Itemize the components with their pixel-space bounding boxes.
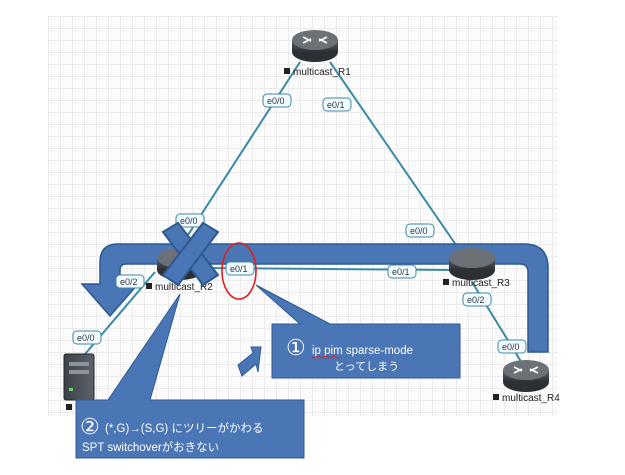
router-r3-label: multicast_R3 — [452, 278, 510, 289]
callout-2-number: ② — [80, 414, 100, 439]
link-r1-r3 — [329, 61, 466, 259]
multicast-path-arrow — [80, 243, 549, 353]
port-r1-e01: e0/1 — [327, 100, 345, 110]
callout-2-line1: (*,G)→(S,G) にツリーがかわる — [105, 421, 263, 435]
callout-2: ② (*,G)→(S,G) にツリーがかわる SPT switchoverがおき… — [75, 293, 305, 459]
grid-background — [48, 16, 558, 416]
callout-1-spellcheck-underline — [311, 355, 341, 359]
router-r3-marker — [443, 279, 449, 285]
port-host-e00: e0/0 — [77, 333, 95, 343]
port-r1-e00-box — [262, 93, 292, 108]
router-r4-top — [503, 360, 549, 380]
router-r4-label: multicast_R4 — [502, 393, 560, 404]
port-labels: e0/0 e0/1 e0/0 e0/0 e0/1 e0/1 e0/2 e0/2 … — [72, 93, 527, 354]
router-r4[interactable] — [503, 360, 549, 392]
port-r2-e00-box — [175, 213, 205, 228]
port-r2-e01-box — [225, 261, 255, 276]
port-r2-e02: e0/2 — [120, 277, 138, 287]
server-slot-2 — [69, 370, 89, 374]
router-r1-label: multicast_R1 — [293, 67, 351, 78]
port-r4-e00: e0/0 — [502, 342, 520, 352]
router-r3-top — [449, 248, 495, 268]
router-r2-label: multicast_R2 — [155, 282, 213, 293]
router-r1-marker — [284, 68, 290, 74]
port-host-e00-box — [72, 330, 102, 345]
port-r3-e02-box — [462, 292, 492, 307]
server-marker — [66, 404, 72, 410]
port-r2-e01: e0/1 — [230, 264, 248, 274]
callout-2-shape — [75, 293, 305, 459]
router-r4-arrows — [513, 366, 539, 374]
port-r1-e01-box — [322, 97, 352, 112]
server-slot-1 — [69, 362, 89, 366]
port-r3-e01: e0/1 — [392, 267, 410, 277]
router-r1[interactable] — [292, 30, 338, 62]
callout-1-shape — [255, 284, 461, 379]
callout-1-number: ① — [286, 335, 306, 360]
small-arrow — [237, 346, 262, 377]
blocked-x-mark — [161, 221, 220, 287]
callout-2-line2: SPT switchoverがおきない — [82, 440, 219, 454]
port-r3-e02: e0/2 — [467, 295, 485, 305]
port-r4-e00-box — [497, 339, 527, 354]
router-r1-top — [292, 30, 338, 50]
highlight-circle — [221, 242, 257, 300]
port-r2-e00: e0/0 — [180, 216, 198, 226]
router-r1-arrows — [302, 36, 328, 44]
callout-1-line1: ip pim sparse-mode — [312, 345, 413, 357]
server-icon — [63, 353, 95, 401]
router-r4-marker — [493, 394, 499, 400]
port-r3-e00: e0/0 — [410, 226, 428, 236]
port-r2-e02-box — [115, 274, 145, 289]
router-r3[interactable] — [449, 248, 495, 280]
port-r1-e00: e0/0 — [267, 96, 285, 106]
port-r3-e00-box — [405, 223, 435, 238]
callout-1-line2: とってしまう — [334, 360, 399, 373]
server-led — [69, 388, 73, 391]
x-stroke-2 — [161, 221, 220, 287]
callout-1: ① ip pim sparse-mode とってしまう — [255, 284, 461, 379]
router-r2-marker — [146, 283, 152, 289]
port-r3-e01-box — [387, 264, 417, 279]
